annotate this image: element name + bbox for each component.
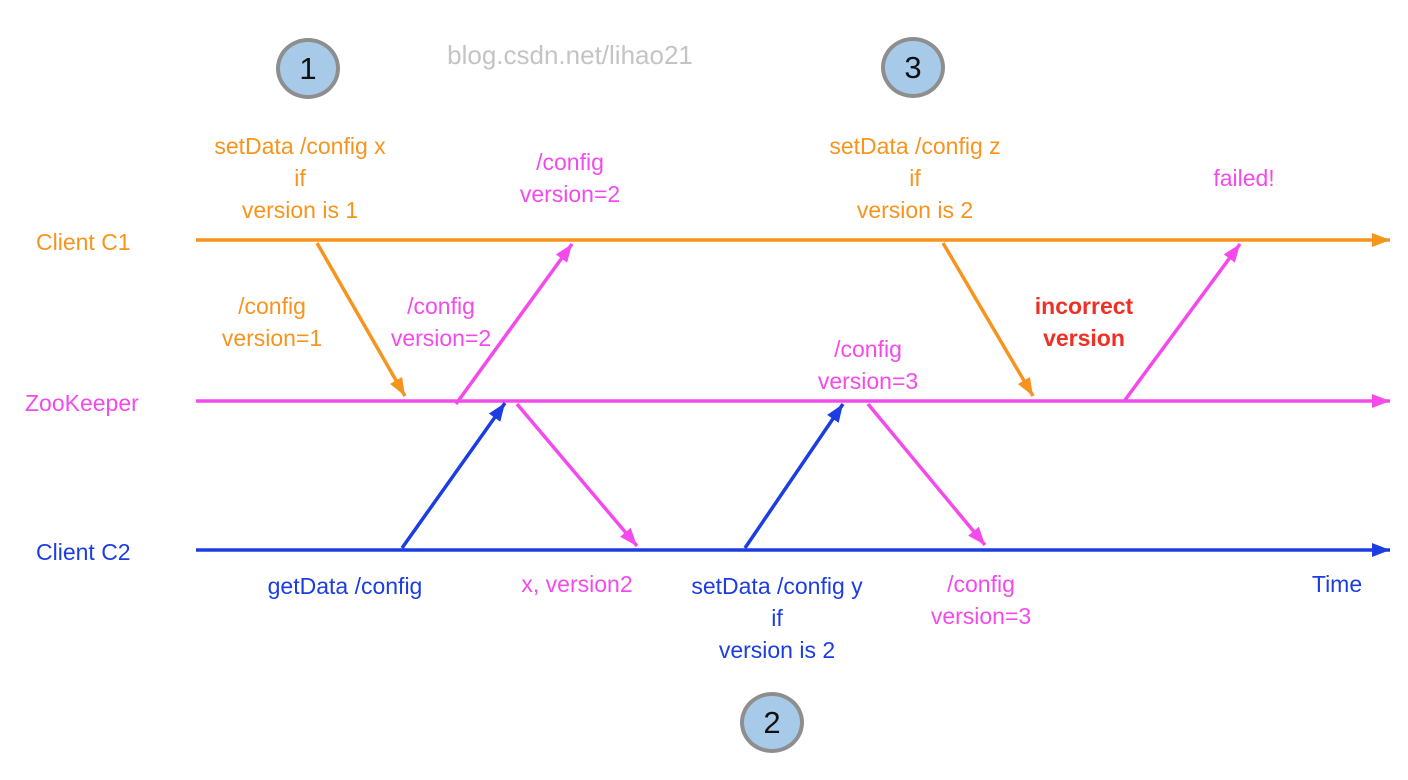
arrow-zk-reply-x-version2: [515, 402, 639, 548]
arrow-c1-setdata-z: [941, 242, 1035, 397]
arrow-c2-getdata: [400, 401, 507, 550]
label-config-v3-below: /config version=3: [930, 571, 1032, 629]
label-config-v2-top: /config version=2: [519, 149, 621, 207]
arrow-c2-setdata-y: [743, 403, 845, 549]
arrow-zk-reply-v2-to-c1: [454, 242, 574, 406]
label-config-v1: /config version=1: [221, 293, 323, 351]
arrow-zk-reply-v3-to-c2: [866, 402, 987, 547]
label-setdata-x: setData /config x if version is 1: [214, 133, 386, 223]
arrow-c1-setdata-x: [315, 242, 407, 397]
label-time-axis: Time: [1311, 571, 1363, 597]
step-badge-1: 1: [276, 38, 340, 99]
watermark-text: blog.csdn.net/lihao21: [447, 40, 693, 70]
step-badge-3: 3: [881, 37, 945, 98]
label-getdata: getData /config: [267, 573, 423, 599]
label-incorrect-version: incorrect version: [1034, 293, 1134, 351]
label-setdata-y: setData /config y if version is 2: [691, 573, 863, 663]
label-client-c2: Client C2: [36, 539, 131, 565]
label-setdata-z: setData /config z if version is 2: [829, 133, 1001, 223]
label-x-version2: x, version2: [521, 571, 633, 597]
label-failed: failed!: [1213, 165, 1275, 191]
label-config-v2-mid: /config version=2: [390, 293, 492, 351]
label-client-c1: Client C1: [36, 229, 131, 255]
label-zookeeper: ZooKeeper: [25, 390, 139, 416]
label-config-v3-above: /config version=3: [817, 336, 919, 394]
arrow-zk-reply-failed: [1123, 242, 1242, 402]
step-badge-2: 2: [740, 692, 804, 753]
